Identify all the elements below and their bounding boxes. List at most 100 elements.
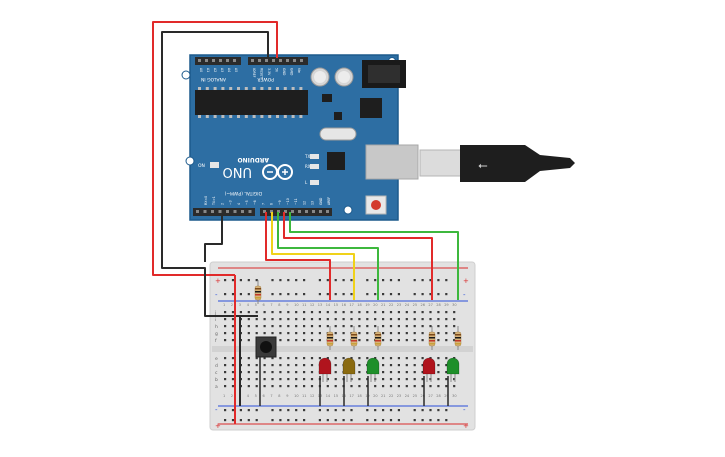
header-pin[interactable]	[312, 210, 315, 213]
terminal-hole[interactable]	[318, 332, 321, 335]
terminal-hole[interactable]	[405, 339, 408, 342]
rail-hole[interactable]	[239, 293, 242, 296]
terminal-hole[interactable]	[326, 311, 329, 314]
terminal-hole[interactable]	[326, 325, 329, 328]
terminal-hole[interactable]	[397, 357, 400, 360]
terminal-hole[interactable]	[247, 332, 250, 335]
led-red-1[interactable]	[318, 357, 332, 382]
terminal-hole[interactable]	[334, 332, 337, 335]
terminal-hole[interactable]	[421, 357, 424, 360]
header-pin[interactable]	[218, 210, 222, 213]
terminal-hole[interactable]	[295, 318, 298, 321]
rail-hole[interactable]	[271, 279, 274, 282]
terminal-hole[interactable]	[279, 378, 282, 381]
terminal-hole[interactable]	[453, 339, 456, 342]
rail-hole[interactable]	[437, 293, 440, 296]
terminal-hole[interactable]	[350, 385, 353, 388]
terminal-hole[interactable]	[287, 385, 290, 388]
terminal-hole[interactable]	[287, 371, 290, 374]
terminal-hole[interactable]	[224, 311, 227, 314]
terminal-hole[interactable]	[255, 385, 258, 388]
rail-hole[interactable]	[287, 293, 290, 296]
terminal-hole[interactable]	[358, 332, 361, 335]
terminal-hole[interactable]	[421, 371, 424, 374]
terminal-hole[interactable]	[429, 318, 432, 321]
terminal-hole[interactable]	[366, 332, 369, 335]
terminal-hole[interactable]	[303, 371, 306, 374]
terminal-hole[interactable]	[295, 339, 298, 342]
terminal-hole[interactable]	[445, 364, 448, 367]
terminal-hole[interactable]	[279, 385, 282, 388]
rail-hole[interactable]	[279, 293, 282, 296]
header-pin[interactable]	[263, 210, 266, 213]
rail-hole[interactable]	[342, 293, 345, 296]
breadboard[interactable]: + - + - - + - + jihgfedcba11223344556677…	[209, 261, 476, 431]
terminal-hole[interactable]	[397, 385, 400, 388]
terminal-hole[interactable]	[389, 357, 393, 360]
rail-hole[interactable]	[239, 279, 242, 282]
terminal-hole[interactable]	[413, 325, 416, 328]
terminal-hole[interactable]	[382, 364, 385, 367]
rail-hole[interactable]	[255, 419, 258, 422]
terminal-hole[interactable]	[421, 339, 424, 342]
terminal-hole[interactable]	[445, 318, 448, 321]
terminal-hole[interactable]	[303, 357, 306, 360]
terminal-hole[interactable]	[445, 378, 448, 381]
terminal-hole[interactable]	[255, 371, 258, 374]
terminal-hole[interactable]	[405, 357, 408, 360]
terminal-hole[interactable]	[263, 385, 266, 388]
terminal-hole[interactable]	[279, 318, 282, 321]
header-pin[interactable]	[233, 210, 237, 213]
terminal-hole[interactable]	[342, 332, 345, 335]
terminal-hole[interactable]	[389, 311, 393, 314]
header-pin[interactable]	[226, 210, 229, 213]
terminal-hole[interactable]	[271, 332, 274, 335]
terminal-hole[interactable]	[279, 364, 282, 367]
terminal-hole[interactable]	[247, 385, 250, 388]
terminal-hole[interactable]	[453, 385, 456, 388]
header-pin[interactable]	[196, 210, 199, 213]
terminal-hole[interactable]	[255, 332, 258, 335]
rail-hole[interactable]	[255, 279, 258, 282]
terminal-hole[interactable]	[437, 339, 440, 342]
terminal-hole[interactable]	[397, 332, 400, 335]
pushbutton[interactable]	[255, 336, 277, 358]
header-pin[interactable]	[298, 210, 301, 213]
rail-hole[interactable]	[239, 409, 242, 412]
header-pin[interactable]	[279, 59, 282, 62]
terminal-hole[interactable]	[287, 311, 290, 314]
terminal-hole[interactable]	[318, 318, 321, 321]
terminal-hole[interactable]	[255, 378, 258, 381]
rail-hole[interactable]	[413, 279, 416, 282]
rail-hole[interactable]	[366, 409, 369, 412]
terminal-hole[interactable]	[295, 364, 298, 367]
rail-hole[interactable]	[342, 409, 345, 412]
terminal-hole[interactable]	[389, 378, 393, 381]
wire-green-pin-to-led-5[interactable]	[289, 212, 459, 300]
terminal-hole[interactable]	[318, 325, 321, 328]
header-pin[interactable]	[293, 59, 296, 62]
terminal-hole[interactable]	[224, 318, 227, 321]
terminal-hole[interactable]	[374, 357, 377, 360]
terminal-hole[interactable]	[445, 385, 448, 388]
terminal-hole[interactable]	[326, 385, 329, 388]
terminal-hole[interactable]	[389, 332, 393, 335]
rail-hole[interactable]	[303, 279, 306, 282]
terminal-hole[interactable]	[342, 325, 345, 328]
terminal-hole[interactable]	[303, 318, 306, 321]
terminal-hole[interactable]	[295, 325, 298, 328]
resistor[interactable]	[374, 326, 382, 350]
terminal-hole[interactable]	[397, 378, 400, 381]
terminal-hole[interactable]	[382, 385, 385, 388]
terminal-hole[interactable]	[279, 371, 282, 374]
terminal-hole[interactable]	[287, 332, 290, 335]
terminal-hole[interactable]	[397, 364, 400, 367]
rail-hole[interactable]	[295, 419, 298, 422]
rail-hole[interactable]	[303, 419, 306, 422]
header-pin[interactable]	[270, 210, 273, 213]
rail-hole[interactable]	[389, 279, 393, 282]
terminal-hole[interactable]	[310, 385, 314, 388]
terminal-hole[interactable]	[318, 357, 321, 360]
rail-hole[interactable]	[239, 419, 242, 422]
led-green-2[interactable]	[446, 357, 460, 382]
